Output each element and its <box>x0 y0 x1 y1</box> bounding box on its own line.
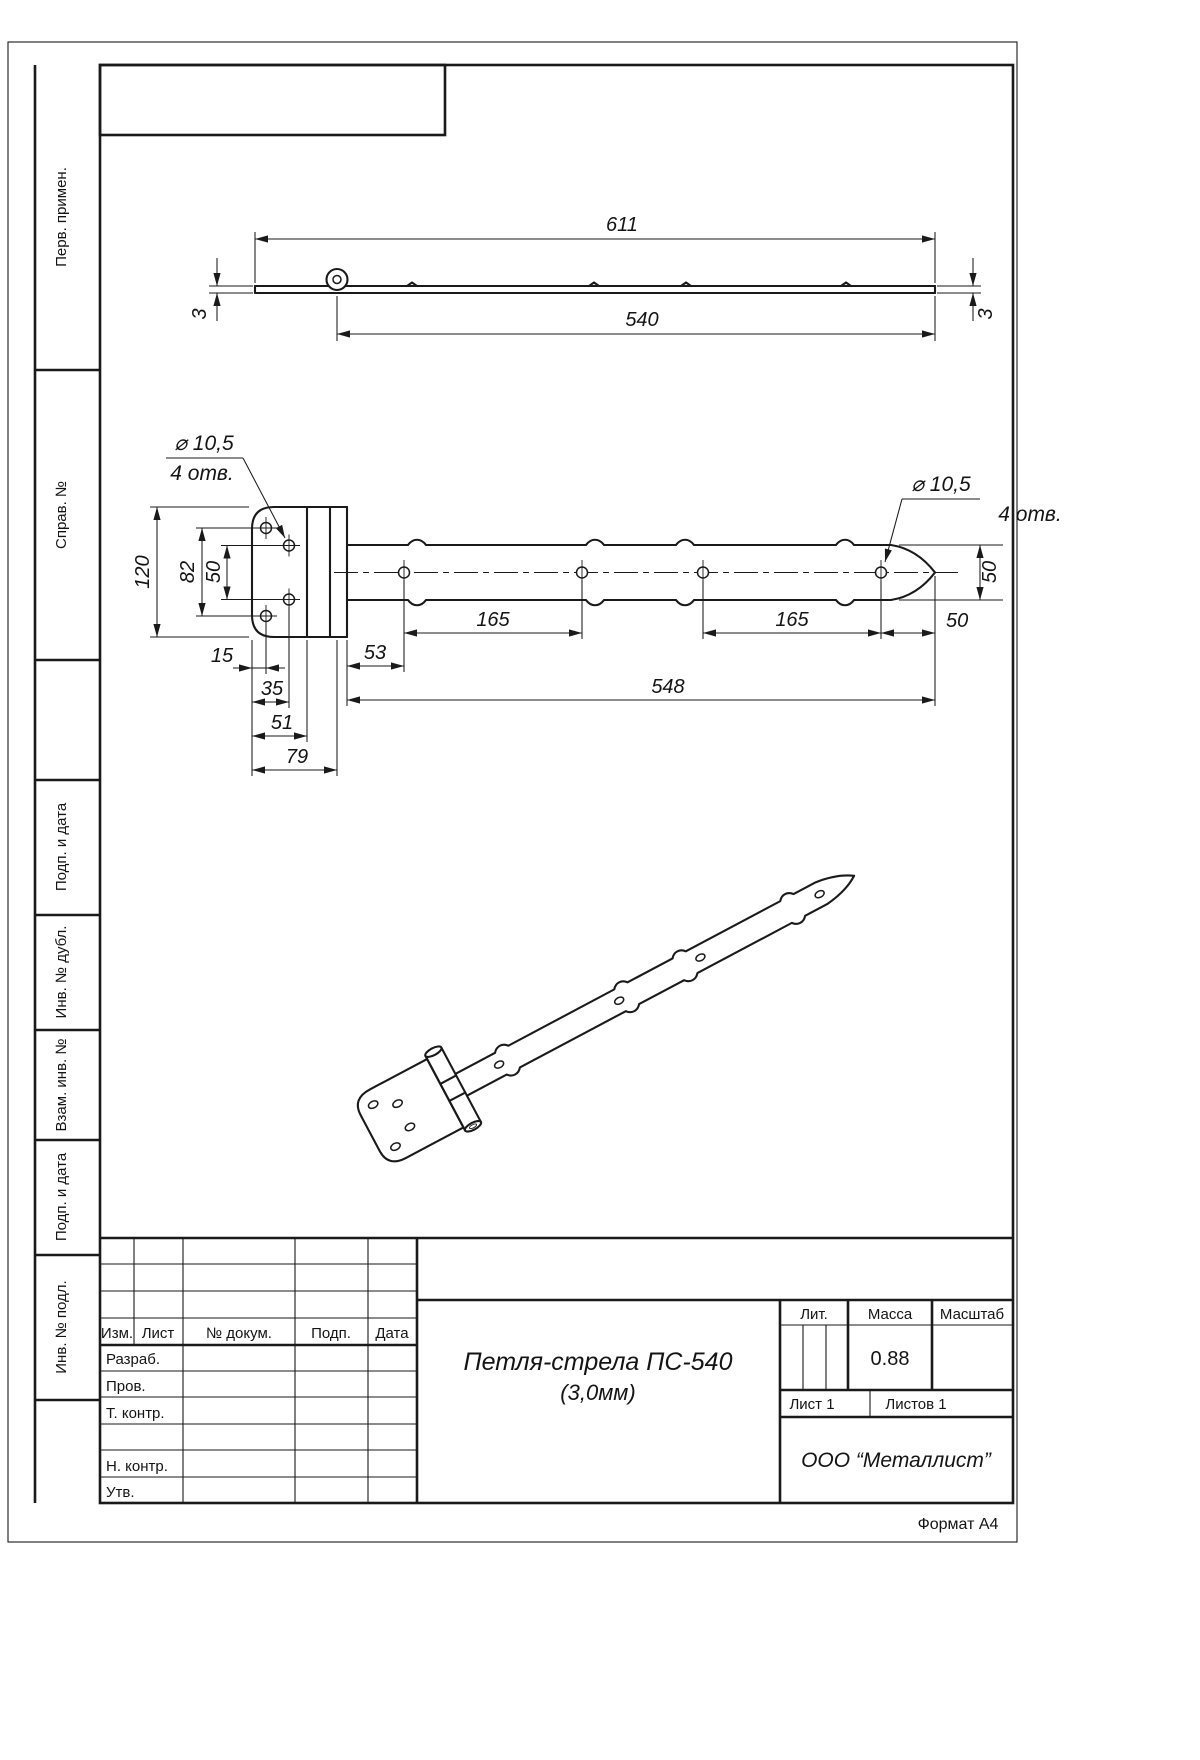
format-label: Формат А4 <box>918 1516 999 1533</box>
margin-stamp-column: Перв. примен. Справ. № Подп. и дата Инв.… <box>33 65 100 1503</box>
stamp-inv-podl: Инв. № подл. <box>53 1280 70 1373</box>
dim-611: 611 <box>606 214 638 236</box>
iso-strap-bottom-edge <box>461 876 862 1099</box>
mass-value: 0.88 <box>871 1348 910 1370</box>
stamp-podp-data-1: Подп. и дата <box>53 802 70 891</box>
isometric-view <box>349 835 876 1173</box>
callout-left-diameter: ⌀ 10,5 <box>174 432 234 455</box>
dim-540: 540 <box>625 309 658 331</box>
iso-pin <box>469 1123 478 1130</box>
row-utv: Утв. <box>106 1484 135 1501</box>
iso-mounting-plate <box>352 1059 463 1167</box>
plan-view: 120 82 50 15 35 51 79 <box>132 432 1062 776</box>
iso-barrel-bottom-cap <box>463 1119 482 1134</box>
dim-15: 15 <box>211 645 234 667</box>
stamp-podp-data-2: Подп. и дата <box>53 1152 70 1241</box>
sheets-info: Листов 1 <box>885 1396 946 1413</box>
sheet-info: Лист 1 <box>789 1396 834 1413</box>
dim-35: 35 <box>261 678 284 700</box>
company-name: ООО “Металлист” <box>801 1449 992 1472</box>
row-razrab: Разраб. <box>106 1351 160 1368</box>
edge-scallops <box>405 281 853 288</box>
dim-82: 82 <box>177 561 199 583</box>
dim-120: 120 <box>132 555 154 588</box>
dim-thickness-right: 3 <box>975 308 997 319</box>
col-dokum: № докум. <box>206 1325 272 1342</box>
dim-50-strap-width: 50 <box>979 561 1001 583</box>
col-data: Дата <box>375 1325 409 1342</box>
strap-bottom-edge <box>345 571 937 607</box>
dim-51: 51 <box>271 712 293 734</box>
dim-53: 53 <box>364 642 386 664</box>
callout-left-qty: 4 отв. <box>170 462 233 485</box>
dim-165-b: 165 <box>775 609 809 631</box>
callout-right-diameter: ⌀ 10,5 <box>911 473 971 496</box>
side-view: 611 540 3 3 <box>189 214 997 341</box>
iso-strap-top-edge <box>454 861 855 1084</box>
col-podp: Подп. <box>311 1325 351 1342</box>
stamp-sprav-no: Справ. № <box>53 481 70 549</box>
sheet-frame <box>7 41 1018 1543</box>
col-list: Лист <box>142 1325 175 1342</box>
strap-hole-centermarks <box>403 560 882 585</box>
strap-top-edge <box>345 538 937 574</box>
callout-right-leader <box>884 498 903 563</box>
dim-165-a: 165 <box>476 609 510 631</box>
dim-50-plate: 50 <box>203 561 225 583</box>
dim-50-tip: 50 <box>946 610 968 632</box>
top-left-designation-box <box>98 63 447 137</box>
row-tkontr: Т. контр. <box>106 1405 165 1422</box>
dim-79: 79 <box>286 746 308 768</box>
hinge-pin <box>332 274 342 285</box>
row-prov: Пров. <box>106 1378 146 1395</box>
scale-label: Масштаб <box>940 1306 1004 1323</box>
mounting-plate <box>250 505 309 639</box>
doc-title-line2: (3,0мм) <box>560 1380 635 1405</box>
stamp-inv-dubl: Инв. № дубл. <box>53 926 70 1019</box>
plate-hole-centermarks <box>255 517 300 627</box>
callout-left-leader <box>242 457 286 539</box>
stamp-perv-primen: Перв. примен. <box>53 167 70 267</box>
callout-right-qty: 4 отв. <box>998 503 1061 526</box>
dim-548: 548 <box>651 676 684 698</box>
row-nkontr: Н. контр. <box>106 1458 168 1475</box>
lit-label: Лит. <box>800 1306 828 1323</box>
stamp-vzam-inv: Взам. инв. № <box>53 1039 70 1132</box>
mass-label: Масса <box>868 1306 913 1323</box>
col-izm: Изм. <box>101 1325 133 1342</box>
doc-title-line1: Петля-стрела ПС-540 <box>464 1348 733 1376</box>
title-block: Изм. Лист № докум. Подп. Дата Разраб. Пр… <box>100 1236 1013 1503</box>
dim-thickness-left: 3 <box>189 308 211 319</box>
iso-barrel-top-cap <box>424 1044 443 1059</box>
